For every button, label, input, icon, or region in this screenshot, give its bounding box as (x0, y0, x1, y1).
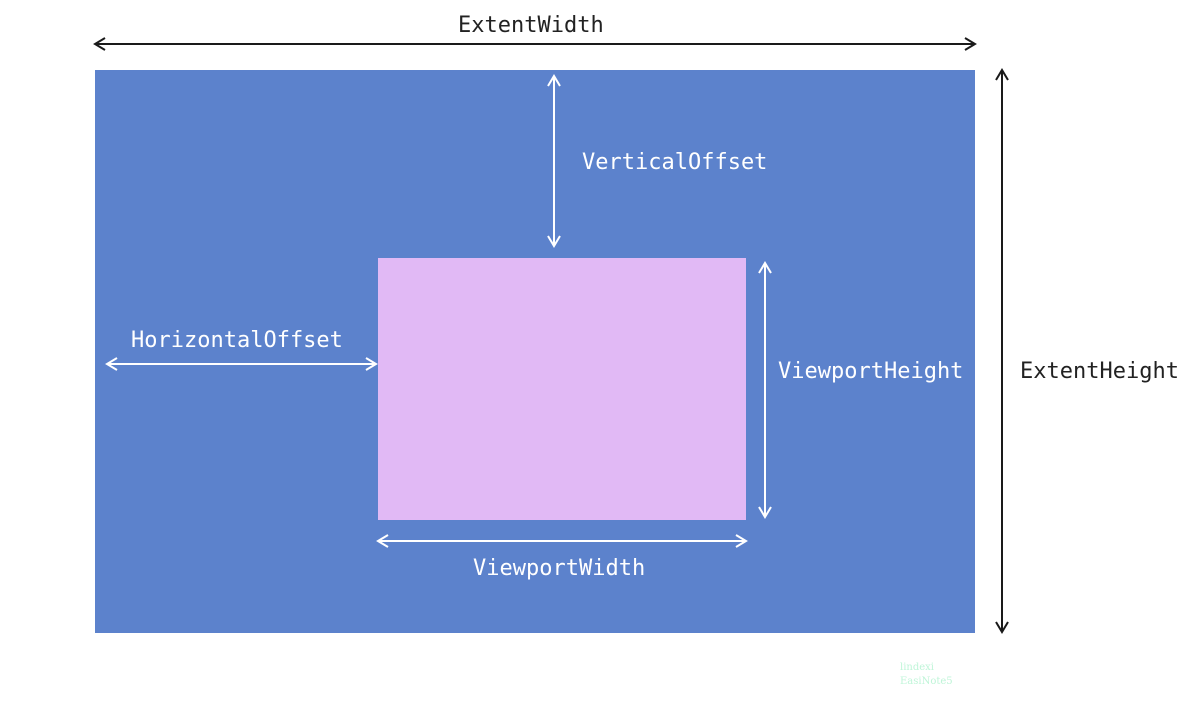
viewport-width-label: ViewportWidth (473, 556, 646, 581)
viewport-area (378, 258, 746, 520)
watermark-line-2: EasiNote5 (900, 676, 953, 687)
horizontal-offset-arrow (105, 357, 378, 371)
extent-height-label: ExtentHeight (1020, 359, 1179, 384)
viewport-height-arrow (758, 261, 772, 519)
extent-width-label: ExtentWidth (458, 13, 604, 38)
extent-width-arrow (93, 37, 977, 51)
watermark: lindexi EasiNote5 (900, 661, 953, 689)
watermark-line-1: lindexi (900, 662, 934, 673)
vertical-offset-arrow (547, 74, 561, 248)
extent-height-arrow (995, 68, 1009, 634)
viewport-height-label: ViewportHeight (778, 359, 964, 384)
horizontal-offset-label: HorizontalOffset (131, 328, 343, 353)
vertical-offset-label: VerticalOffset (582, 150, 768, 175)
viewport-width-arrow (376, 534, 748, 548)
